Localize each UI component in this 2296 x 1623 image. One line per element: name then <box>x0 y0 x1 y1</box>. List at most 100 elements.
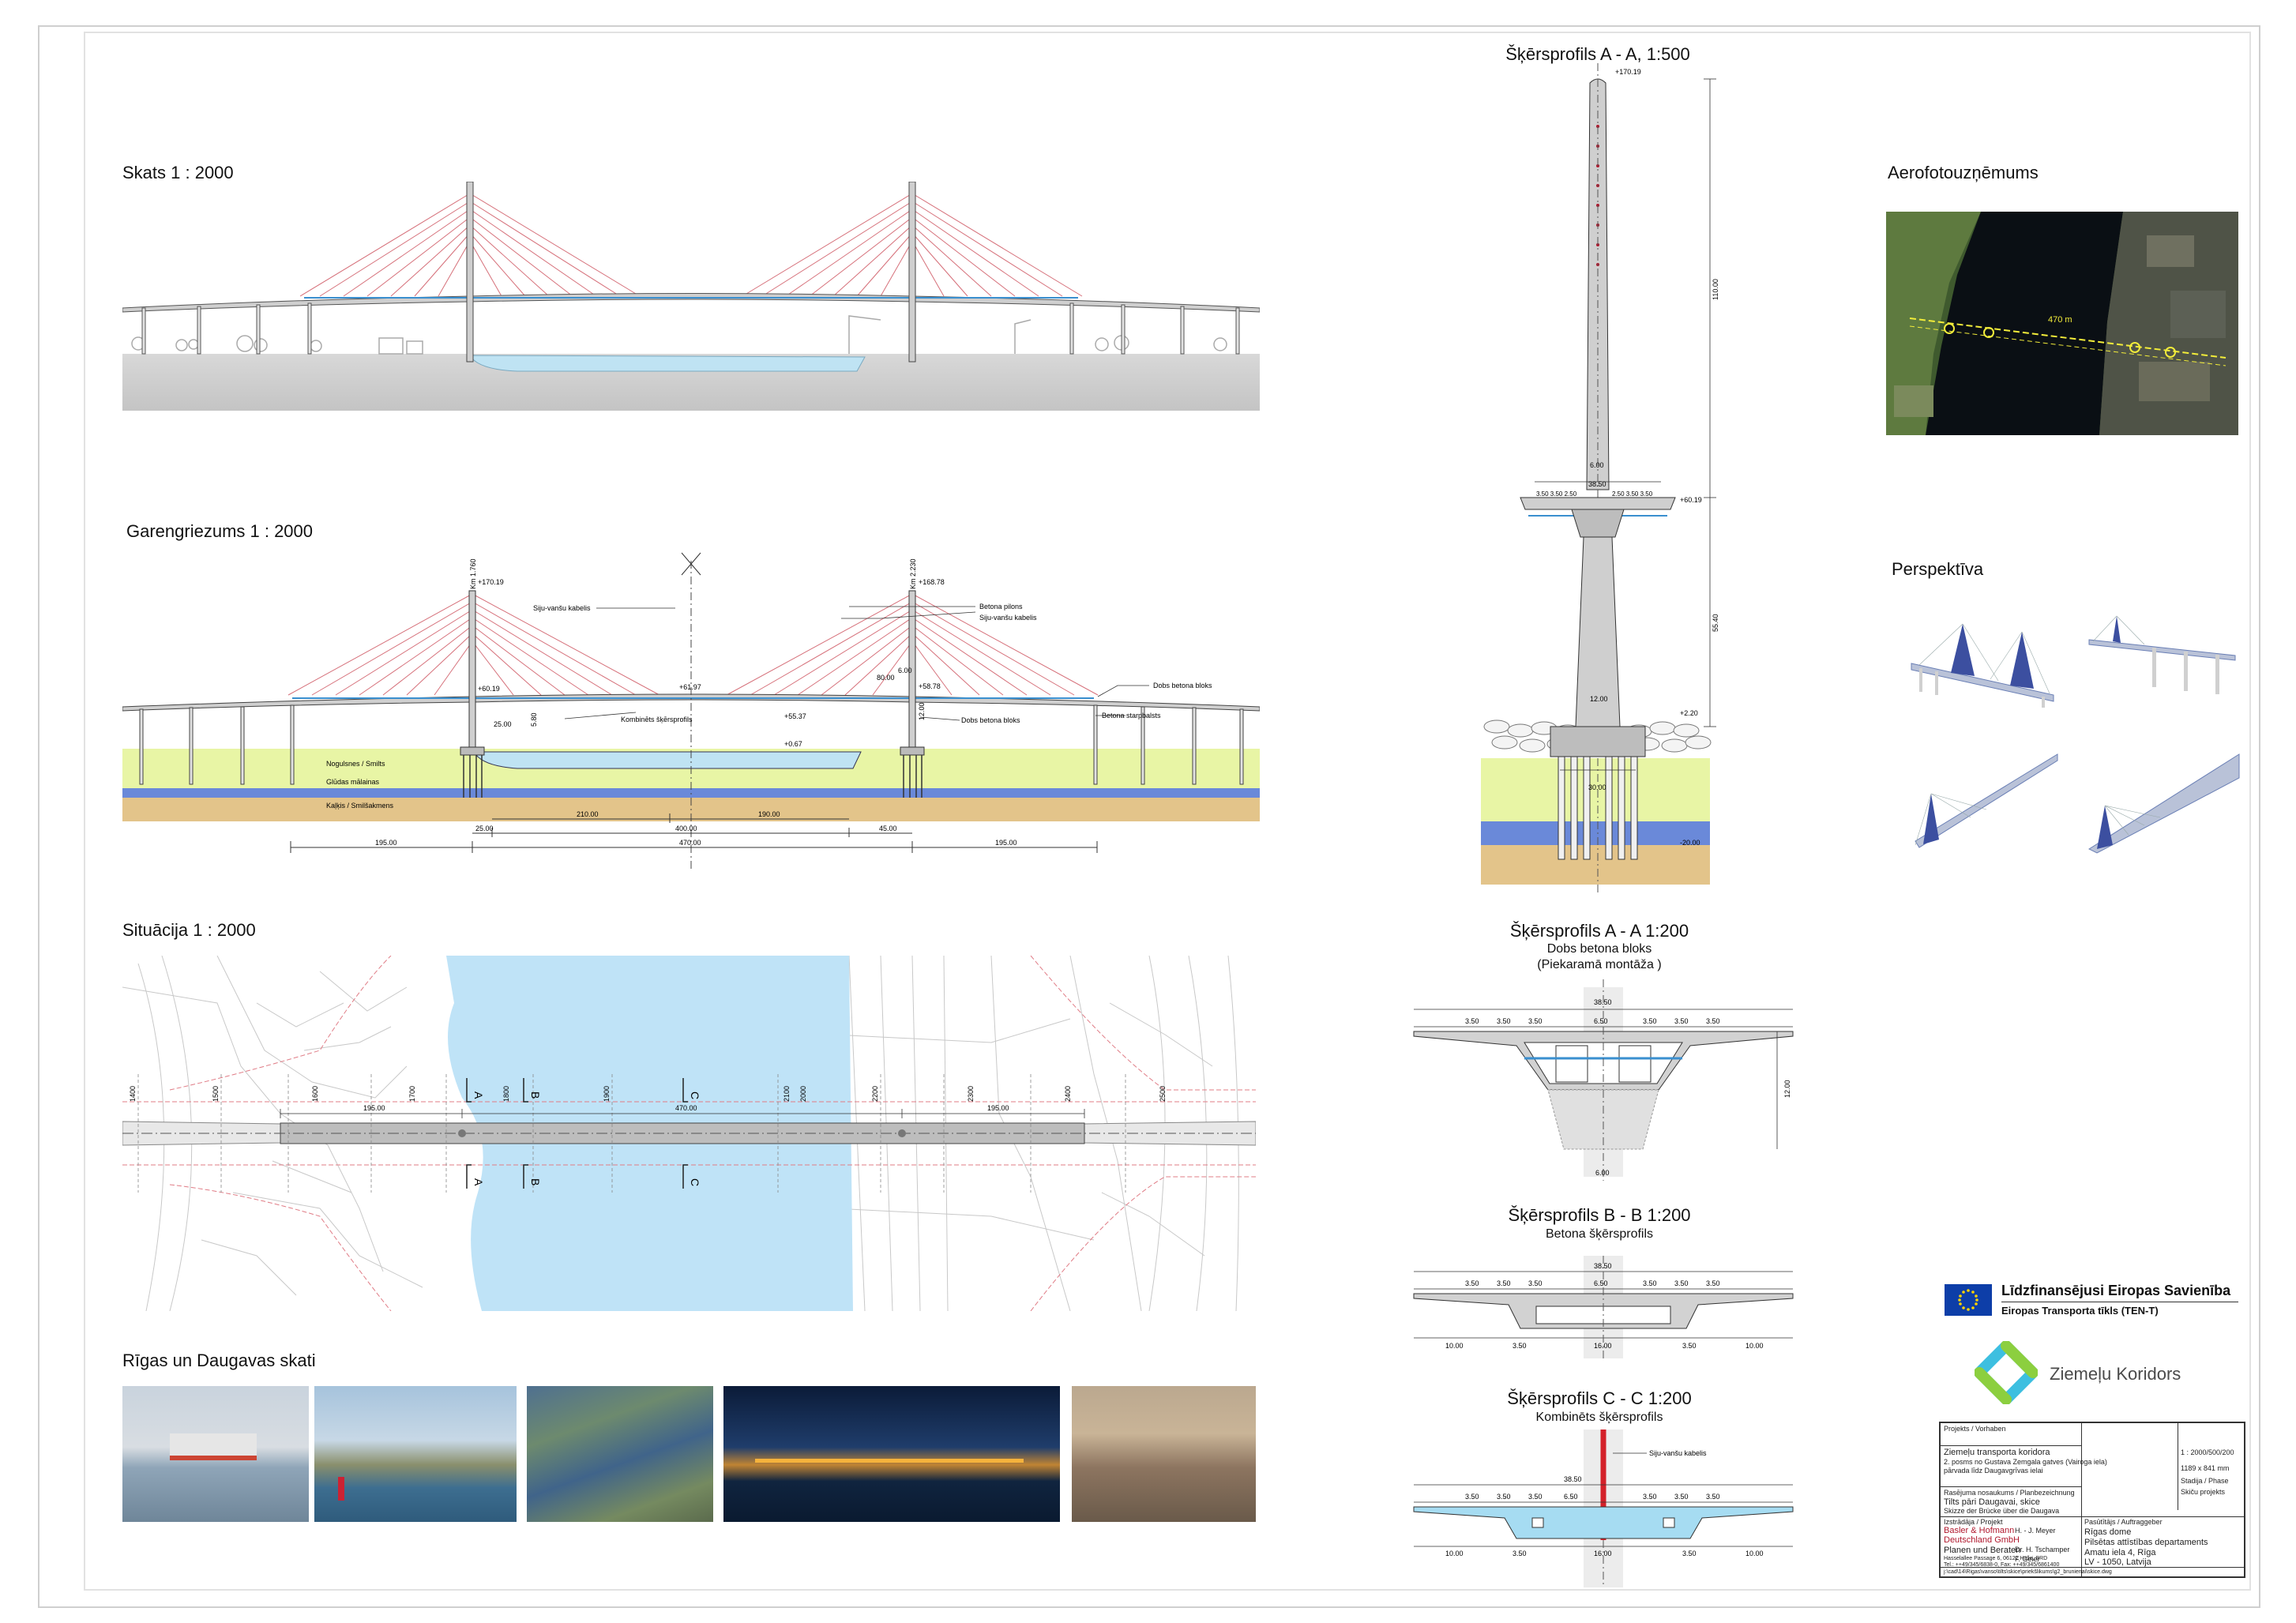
station-label: 1400 <box>129 1086 137 1102</box>
aerial-land-left <box>1886 212 1981 435</box>
tb-person-3: H. - J. Meyer <box>2015 1527 2056 1535</box>
dim-5-8: 5.80 <box>530 712 538 727</box>
annotation-leaders <box>564 606 1149 721</box>
dim-12-v: 12.00 <box>918 702 926 720</box>
section-c-deck <box>1413 1506 1794 1539</box>
approach-piers <box>141 302 1240 355</box>
dim-400: 400.00 <box>675 825 697 832</box>
station-label: 1500 <box>212 1086 220 1102</box>
photos-heading: Rīgas un Daugavas skati <box>122 1351 316 1370</box>
tb-project-head: Projekts / Vorhaben <box>1944 1425 2006 1433</box>
pylon-soil-sand <box>1481 758 1710 821</box>
aerial-river <box>1926 212 2123 435</box>
lane-dim: 3.50 <box>1497 1017 1511 1025</box>
section-a-heading: Šķērsprofils A - A 1:200 <box>1509 921 1689 941</box>
station-label: 2100 <box>783 1086 791 1102</box>
tb-format: 1189 x 841 mm <box>2181 1464 2230 1472</box>
tb-object-head: Rasējuma nosaukums / Planbezeichnung <box>1944 1489 2075 1497</box>
bottom-dim: 3.50 <box>1682 1550 1697 1557</box>
foundation-piles <box>463 755 923 798</box>
pylon-dim-lines <box>1535 78 1716 771</box>
tb-client-3: Amatu iela 4, Rīga <box>2084 1548 2156 1557</box>
lane-dim: 3.50 <box>1528 1493 1543 1501</box>
perspective-1 <box>1911 623 2054 708</box>
lane-dim: 3.50 <box>1497 1279 1511 1287</box>
pylon-right <box>908 182 916 363</box>
km-right: Km 2.230 <box>909 558 917 589</box>
longitudinal-section: Nogulsnes / Smilts Glūdas mālainas Kaļķi… <box>122 552 1260 869</box>
tb-project-3: pārvada līdz Daugavgrīvas ielai <box>1944 1467 2043 1475</box>
river-water <box>473 751 862 769</box>
lane-dim: 3.50 <box>1706 1493 1720 1501</box>
lane-dim: 3.50 <box>1643 1493 1657 1501</box>
section-mark-c-bottom: C <box>689 1178 701 1186</box>
dim-210: 210.00 <box>577 810 599 818</box>
ziemelu-koridors-logo-icon <box>1975 1341 2038 1404</box>
perspective-heading: Perspektīva <box>1892 559 1984 579</box>
tb-company-4: Hasselallee Passage 6, 06122 Halle, BRD <box>1944 1556 2048 1561</box>
lane-dim: 3.50 <box>1643 1279 1657 1287</box>
section-b-lanes: 3.50 3.50 3.50 6.50 3.50 3.50 3.50 <box>1465 1279 1720 1287</box>
elev-water: +0.67 <box>784 740 802 748</box>
lane-dim: 3.50 <box>1674 1017 1689 1025</box>
section-c-cable-label: Siju-vanšu kabelis <box>1649 1449 1707 1457</box>
pylon-w-footing: 30.00 <box>1588 783 1606 791</box>
pylon-w-base: 12.00 <box>1590 695 1608 703</box>
pylon-w-top: 6.00 <box>1590 461 1604 469</box>
lane-dim: 3.50 <box>1643 1017 1657 1025</box>
label-cable-right: Siju-vanšu kabelis <box>979 614 1037 622</box>
photo-city-panorama <box>1072 1386 1256 1522</box>
section-b-bottom-dims: 10.00 3.50 16.00 3.50 10.00 <box>1445 1342 1764 1350</box>
pylon-w-deck: 38.50 <box>1588 480 1606 488</box>
eu-subtitle: Eiropas Transporta tīkls (TEN-T) <box>2001 1305 2159 1317</box>
section-c-heading: Šķērsprofils C - C 1:200 <box>1507 1388 1692 1408</box>
tb-person-2: F. Geier <box>2015 1555 2040 1563</box>
pylon-left <box>466 182 474 363</box>
section-a-subtitle: Dobs betona bloks <box>1546 942 1652 956</box>
pylon-h-upper: 110.00 <box>1712 279 1719 300</box>
station-label: 2500 <box>1159 1086 1167 1102</box>
eu-funding-badge: Līdzfinansējusi Eiropas Savienība Eiropa… <box>1945 1278 2245 1325</box>
dim-45: 45.00 <box>879 825 897 832</box>
photo-night-bridge <box>723 1386 1060 1522</box>
dim-side-right: 195.00 <box>995 839 1017 847</box>
pylon-piles <box>1558 756 1638 860</box>
section-b-total: 38.50 <box>1594 1262 1612 1270</box>
dim-25: 25.00 <box>475 825 494 832</box>
pylon-pile-base: -20.00 <box>1680 839 1700 847</box>
lane-dim: 3.50 <box>1528 1279 1543 1287</box>
lane-dim: 3.50 <box>1465 1279 1479 1287</box>
bottom-dim: 3.50 <box>1682 1342 1697 1350</box>
dim-main: 470.00 <box>679 839 701 847</box>
photo-aerial-harbor <box>527 1386 713 1522</box>
section-c-c: Siju-vanšu kabelis 38.50 3.50 3.50 3.50 … <box>1413 1430 1794 1587</box>
lane-dim: 3.50 <box>1528 1017 1543 1025</box>
elev-top-left: +170.19 <box>478 578 504 586</box>
soil-layer-clay-label: Glūdas mālainas <box>326 778 380 786</box>
boundary-lines <box>122 956 1256 1311</box>
lane-dim: 3.50 <box>1674 1493 1689 1501</box>
tb-stage: Skiču projekts <box>2181 1488 2226 1496</box>
pylon-ground: +2.20 <box>1680 709 1698 717</box>
elev-clear: +55.37 <box>784 712 806 720</box>
tb-divider-v <box>2081 1423 2082 1576</box>
pylon-soil-limestone <box>1481 845 1710 885</box>
section-a-subtitle-2: (Piekaramā montāža ) <box>1537 958 1662 971</box>
pylon-cross-section: +170.19 +60.19 +2.20 -20.00 110.00 55.40… <box>1481 63 1719 892</box>
tb-project-1: Ziemeļu transporta koridora <box>1944 1448 2050 1457</box>
photo-river-ship <box>122 1386 309 1522</box>
landscape-silhouettes <box>131 315 1227 355</box>
longitudinal-heading: Garengriezums 1 : 2000 <box>126 521 314 541</box>
section-marks <box>466 1078 688 1189</box>
station-label: 1600 <box>311 1086 319 1102</box>
map-linework <box>122 956 1239 1311</box>
section-mark-c: C <box>689 1091 701 1099</box>
bottom-dim: 3.50 <box>1513 1342 1527 1350</box>
plan-dim-main: 470.00 <box>675 1104 697 1112</box>
tb-divider-h1 <box>1941 1445 2081 1446</box>
tb-object-1: Tilts pāri Daugavai, skice <box>1944 1497 2040 1507</box>
pylon-footing <box>1550 726 1646 757</box>
bottom-dim: 10.00 <box>1445 1342 1464 1350</box>
perspective-3 <box>1915 753 2058 848</box>
